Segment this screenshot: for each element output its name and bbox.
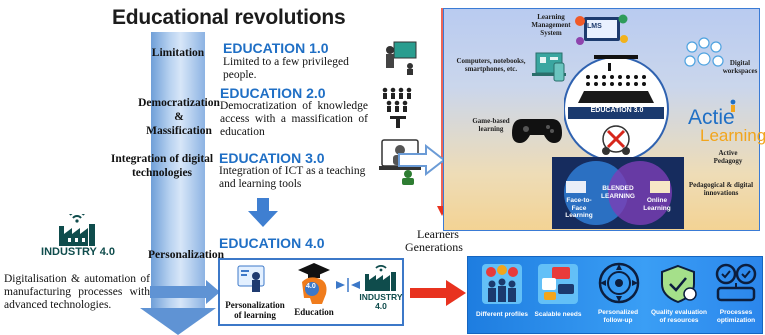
stage-label-limitation: Limitation <box>151 47 205 59</box>
gear-label: 4.0 <box>306 283 316 290</box>
personalized-followup-label: Personalized follow-up <box>597 309 639 324</box>
quality-shield-icon <box>661 264 697 304</box>
active-learning-person-icon <box>730 99 736 112</box>
item-quality-evaluation: Quality evaluation of resources <box>648 262 710 334</box>
different-profiles-label: Different profiles <box>476 311 529 318</box>
item-processes-optimization: Processes optimization <box>710 262 762 334</box>
scalable-needs-label: Scalable needs <box>534 311 582 318</box>
personalized-followup-icon <box>598 262 640 304</box>
lms-icon <box>575 14 628 45</box>
lms-label: Learning Management System <box>531 13 571 37</box>
education-3-description: Integration of ICT as a teaching and lea… <box>219 165 366 190</box>
timeline-arrow-shaft <box>151 32 205 312</box>
education-3-panel: LMS Learning Management System Computers… <box>443 8 765 231</box>
education-1-heading: EDUCATION 1.0 <box>223 40 329 56</box>
digital-workspaces-label: Digital workspaces <box>722 59 758 75</box>
education-3-circle <box>564 55 669 162</box>
computers-label: Computers, notebooks, smartphones, etc. <box>456 57 526 73</box>
industry-to-education-arrow <box>150 280 220 304</box>
item-scalable-needs: Scalable needs <box>530 262 586 330</box>
lms-badge: LMS <box>587 23 602 30</box>
venn-online: Online Learning <box>643 197 671 212</box>
processes-optimization-label: Processes optimization <box>716 309 756 324</box>
pedagogical-innovations-label: Pedagogical & digital innovations <box>688 181 754 197</box>
education-1-description: Limited to a few privileged people. <box>223 56 349 81</box>
personalization-icon <box>237 265 265 292</box>
industry-small-logo-text: INDUSTRY 4.0 <box>359 292 403 311</box>
teacher-board-icon <box>386 41 417 75</box>
education-label: Education <box>294 307 334 317</box>
generations-label: Generations <box>405 240 463 254</box>
stage-label-digital: Integration of digital technologies <box>110 153 214 179</box>
active-learning-subword: Learning <box>700 126 765 145</box>
education-2-heading: EDUCATION 2.0 <box>220 85 326 101</box>
stage-label-democratization: Democratization & Massification <box>138 97 220 137</box>
scalable-needs-icon <box>538 264 578 304</box>
converge-arrows-icon <box>336 278 360 292</box>
processes-optimization-icon <box>715 263 757 302</box>
different-profiles-icon <box>482 264 522 304</box>
education-3-heading: EDUCATION 3.0 <box>219 150 325 166</box>
crowd-lecture-icon <box>382 87 412 128</box>
education-4-panel: Different profiles Scalable needs Person… <box>467 256 763 334</box>
venn-blended: BLENDED LEARNING <box>601 185 635 200</box>
education-4-box: Personalization of learning 4.0 Educatio… <box>218 258 404 326</box>
active-learning-word: Actie <box>688 106 735 129</box>
digital-workspaces-icon <box>684 37 724 67</box>
timeline-arrow-head <box>140 308 216 335</box>
industry-factory-small-icon <box>365 265 396 291</box>
active-pedagogy-label: Active Pedagogy <box>713 149 743 165</box>
game-based-label: Game-based learning <box>472 117 510 133</box>
to-education-3-panel-arrow <box>398 144 446 176</box>
item-personalized-followup: Personalized follow-up <box>590 262 646 334</box>
industry-logo-text: INDUSTRY 4.0 <box>41 246 115 258</box>
venn-face-to-face: Face-to-Face Learning <box>565 197 593 219</box>
game-controller-icon <box>512 119 562 143</box>
quality-evaluation-label: Quality evaluation of resources <box>651 309 707 324</box>
education-3-center-label: EDUCATION 3.0 <box>590 107 644 114</box>
education-4-heading: EDUCATION 4.0 <box>219 235 325 251</box>
stage-label-personalization: Personalization <box>147 249 225 261</box>
personalization-of-learning-label: Personalization of learning <box>225 300 285 320</box>
small-down-arrow <box>248 198 278 227</box>
industry-factory-icon <box>59 214 95 246</box>
blended-learning-venn <box>552 157 684 229</box>
industry-description: Digitalisation & automation of manufactu… <box>4 273 150 311</box>
page-title: Educational revolutions <box>112 6 346 29</box>
devices-icon <box>532 52 566 82</box>
item-different-profiles: Different profiles <box>476 262 529 330</box>
education-2-description: Democratization of knowledge access with… <box>220 100 368 138</box>
education-head-icon <box>298 263 330 304</box>
to-education-4-panel-arrow <box>410 280 466 306</box>
